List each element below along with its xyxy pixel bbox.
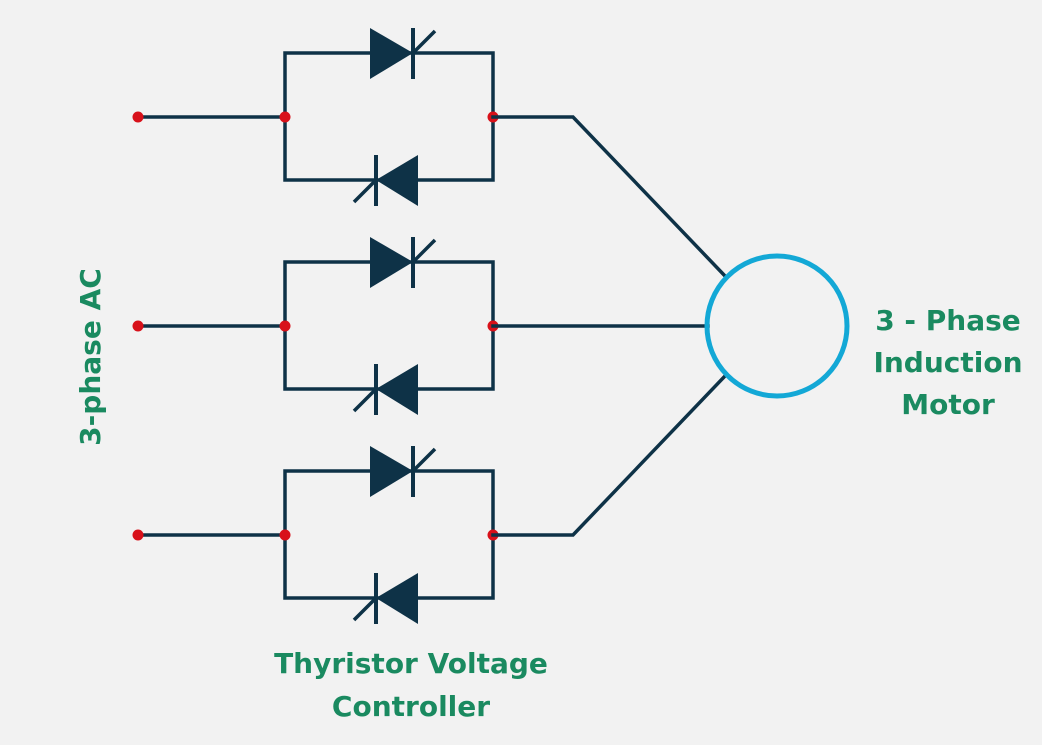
thyristor-reverse-icon bbox=[352, 364, 418, 415]
thyristor-forward-icon bbox=[370, 28, 437, 79]
motor-label-line-1: 3 - Phase bbox=[875, 304, 1021, 337]
motor-circle-icon bbox=[704, 253, 850, 399]
terminal-dot-icon bbox=[279, 320, 291, 332]
antiparallel-loop bbox=[283, 51, 495, 182]
phase-1-branch bbox=[132, 28, 499, 206]
thyristor-forward-icon bbox=[370, 446, 437, 497]
phase-3-branch bbox=[132, 446, 499, 624]
terminal-dot-icon bbox=[132, 529, 144, 541]
terminal-dot-icon bbox=[132, 320, 144, 332]
thyristor-reverse-icon bbox=[352, 573, 418, 624]
antiparallel-loop bbox=[283, 469, 495, 600]
terminal-dot-icon bbox=[279, 529, 291, 541]
output-wire-phase-1 bbox=[491, 115, 728, 279]
controller-label-line-2: Controller bbox=[332, 690, 490, 723]
phase-2-branch bbox=[132, 237, 499, 415]
controller-label-line-1: Thyristor Voltage bbox=[274, 647, 548, 680]
terminal-dot-icon bbox=[279, 111, 291, 123]
motor-label-line-3: Motor bbox=[901, 388, 995, 421]
thyristor-reverse-icon bbox=[352, 155, 418, 206]
motor-label-line-2: Induction bbox=[873, 346, 1022, 379]
source-label: 3-phase AC bbox=[74, 268, 107, 446]
terminal-dot-icon bbox=[132, 111, 144, 123]
thyristor-forward-icon bbox=[370, 237, 437, 288]
antiparallel-loop bbox=[283, 260, 495, 391]
output-wire-phase-3 bbox=[491, 373, 728, 537]
